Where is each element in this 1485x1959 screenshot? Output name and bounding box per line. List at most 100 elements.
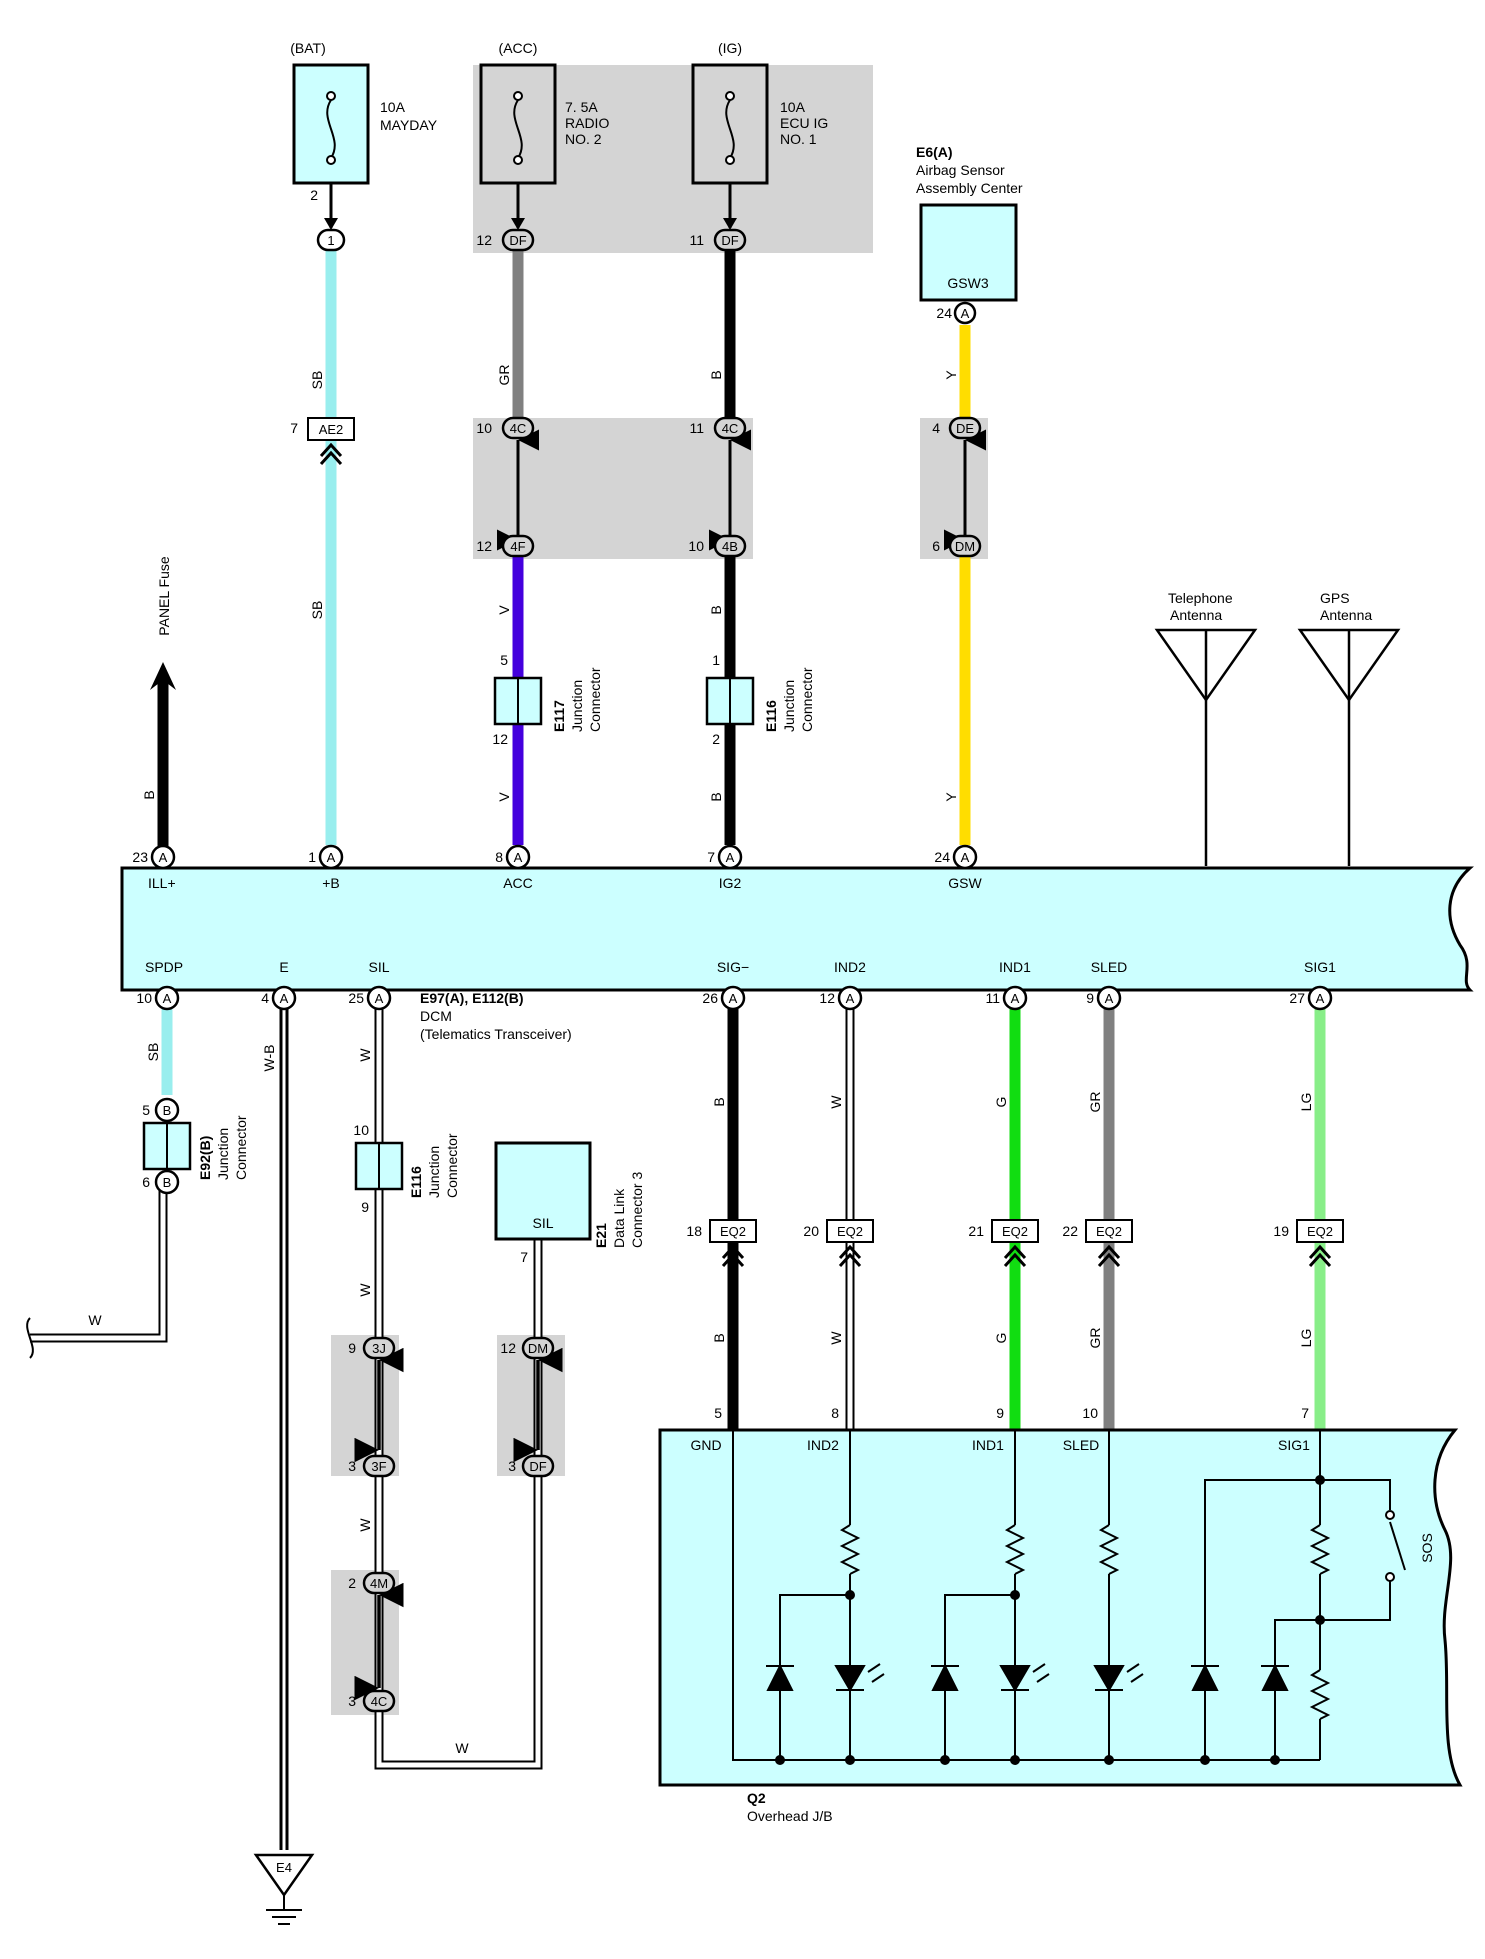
svg-text:Antenna: Antenna (1170, 607, 1222, 623)
svg-text:6: 6 (932, 538, 940, 554)
label-b: B (141, 790, 157, 799)
svg-text:IG2: IG2 (719, 875, 742, 891)
zener-diodes (766, 1663, 1289, 1691)
svg-text:2: 2 (348, 1575, 356, 1591)
svg-text:W: W (828, 1095, 844, 1109)
fuse-source: (IG) (718, 40, 742, 56)
dcm-unit (120, 866, 1474, 992)
conn-4c-acc: 10 4C (476, 416, 535, 440)
svg-text:DM: DM (955, 539, 975, 554)
fuse-rating: 7. 5A (565, 99, 598, 115)
svg-text:Assembly Center: Assembly Center (916, 180, 1023, 196)
svg-text:SLED: SLED (1091, 959, 1128, 975)
svg-text:12: 12 (500, 1340, 516, 1356)
svg-text:3J: 3J (372, 1341, 386, 1356)
svg-text:24: 24 (934, 849, 950, 865)
svg-text:11: 11 (985, 990, 1000, 1006)
svg-text:A: A (514, 850, 523, 865)
fuse-name-2: NO. 2 (565, 131, 602, 147)
svg-text:SB: SB (145, 1043, 161, 1062)
svg-text:Connector: Connector (587, 667, 603, 732)
svg-text:Junction: Junction (426, 1146, 442, 1198)
conn-de: 4 DE (932, 416, 982, 440)
svg-text:W: W (357, 1283, 373, 1297)
gps-antenna: GPS Antenna (1297, 590, 1401, 866)
svg-text:26: 26 (702, 990, 718, 1006)
eq2-connectors: 18 EQ2 20 EQ2 21 EQ2 22 EQ2 19 EQ2 (686, 1219, 1344, 1268)
fuse-name: MAYDAY (380, 117, 438, 133)
q2-label: Q2 Overhead J/B (747, 1790, 833, 1824)
e21-chain-connectors: 12 DM 3 DF (500, 1336, 555, 1478)
svg-text:IND1: IND1 (972, 1437, 1004, 1453)
svg-text:Connector: Connector (799, 667, 815, 732)
svg-text:IND2: IND2 (834, 959, 866, 975)
svg-text:A: A (163, 991, 172, 1006)
svg-text:4M: 4M (370, 1576, 388, 1591)
svg-text:18: 18 (686, 1223, 702, 1239)
dcm-label: E97(A), E112(B) DCM (Telematics Transcei… (420, 990, 572, 1042)
svg-text:GPS: GPS (1320, 590, 1350, 606)
svg-text:DCM: DCM (420, 1008, 452, 1024)
conn-df-11: 11 DF (689, 228, 747, 252)
svg-text:B: B (163, 1175, 172, 1190)
svg-text:4: 4 (932, 420, 940, 436)
svg-text:25: 25 (348, 990, 364, 1006)
svg-text:W-B: W-B (261, 1045, 277, 1072)
dcm-bottom-pins: 10 A 4 A 25 A 26 A 12 A 11 A 9 A 27 A (136, 985, 1333, 1011)
svg-text:Connector: Connector (233, 1115, 249, 1180)
svg-text:Connector 3: Connector 3 (629, 1172, 645, 1248)
svg-text:Junction: Junction (569, 680, 585, 732)
conn-ae2: 7 AE2 (290, 417, 355, 466)
label-sb: SB (309, 371, 325, 390)
fuse-pin: 2 (310, 187, 318, 203)
conn-df-12: 12 DF (476, 228, 535, 252)
svg-text:5: 5 (500, 652, 508, 668)
svg-text:10: 10 (353, 1122, 369, 1138)
svg-text:LG: LG (1298, 1093, 1314, 1112)
svg-text:6: 6 (142, 1174, 150, 1190)
svg-text:A: A (1011, 991, 1020, 1006)
junction-e116-ig: 1 2 E116 Junction Connector (705, 652, 815, 747)
svg-text:W: W (88, 1312, 102, 1328)
svg-text:20: 20 (803, 1223, 819, 1239)
svg-text:5: 5 (714, 1405, 722, 1421)
svg-text:A: A (375, 991, 384, 1006)
label-b: B (708, 370, 724, 379)
svg-text:EQ2: EQ2 (1096, 1224, 1122, 1239)
svg-text:LG: LG (1298, 1329, 1314, 1348)
fuse-rating: 10A (380, 99, 406, 115)
svg-text:SIL: SIL (368, 959, 389, 975)
svg-text:AE2: AE2 (319, 422, 344, 437)
svg-text:9: 9 (1086, 990, 1094, 1006)
svg-text:A: A (961, 850, 970, 865)
svg-text:1: 1 (712, 652, 720, 668)
svg-text:3: 3 (348, 1693, 356, 1709)
svg-text:Telephone: Telephone (1168, 590, 1233, 606)
junction-e117: 5 12 E117 Junction Connector (492, 652, 603, 747)
svg-text:9: 9 (348, 1340, 356, 1356)
svg-text:GSW3: GSW3 (947, 275, 988, 291)
label-v: V (496, 605, 512, 615)
dcm-top-pins: 23 A ILL+ 1 A +B 8 A ACC 7 A IG2 24 A GS… (132, 844, 983, 891)
svg-text:7: 7 (1301, 1405, 1309, 1421)
dcm-bottom-pin-names: SPDP E SIL SIG− IND2 IND1 SLED SIG1 (145, 959, 1336, 975)
svg-text:B: B (163, 1103, 172, 1118)
svg-text:10: 10 (688, 538, 704, 554)
svg-text:4F: 4F (510, 539, 525, 554)
svg-text:11: 11 (689, 232, 704, 248)
svg-text:12: 12 (476, 232, 492, 248)
svg-text:Data Link: Data Link (611, 1188, 627, 1248)
fuse-radio: (ACC) 7. 5A RADIO NO. 2 (479, 40, 609, 185)
svg-text:1: 1 (308, 849, 316, 865)
svg-text:E4: E4 (276, 1860, 292, 1875)
svg-text:22: 22 (1062, 1223, 1078, 1239)
svg-text:SIG−: SIG− (717, 959, 749, 975)
fuse-mayday: (BAT) 10A MAYDAY 2 (290, 40, 437, 203)
q2-overhead-jb (658, 1428, 1463, 1787)
svg-text:E21: E21 (593, 1223, 609, 1248)
panel-fuse-label: PANEL Fuse (156, 556, 172, 636)
svg-text:SPDP: SPDP (145, 959, 183, 975)
svg-text:19: 19 (1273, 1223, 1289, 1239)
svg-text:B: B (711, 1333, 727, 1342)
